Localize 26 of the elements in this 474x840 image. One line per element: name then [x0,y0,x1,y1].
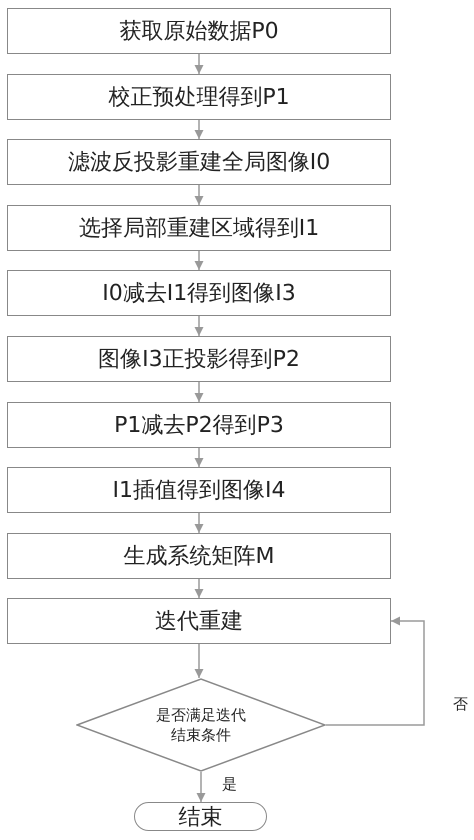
arrow [196,772,206,802]
process-box: 图像I3正投影得到P2 [7,336,391,382]
process-box: 生成系统矩阵M [7,533,391,579]
arrow [194,185,204,205]
end-terminal: 结束 [134,802,267,831]
arrow [326,616,425,726]
edge-label: 是 [221,775,238,794]
arrow [194,448,204,467]
arrow [194,54,204,74]
process-box: 滤波反投影重建全局图像I0 [7,139,391,185]
arrow [194,579,204,598]
process-box: 迭代重建 [7,598,391,644]
process-box: I1插值得到图像I4 [7,467,391,513]
arrow [194,382,204,402]
arrow [194,120,204,139]
arrow [194,644,204,678]
decision-diamond: 是否满足迭代结束条件 [76,678,326,772]
process-box: P1减去P2得到P3 [7,402,391,448]
arrow [194,513,204,533]
edge-label: 否 [452,695,469,714]
process-box: 获取原始数据P0 [7,8,391,54]
process-box: I0减去I1得到图像I3 [7,270,391,316]
process-box: 校正预处理得到P1 [7,74,391,120]
arrow [194,251,204,270]
arrow [194,316,204,336]
process-box: 选择局部重建区域得到I1 [7,205,391,251]
